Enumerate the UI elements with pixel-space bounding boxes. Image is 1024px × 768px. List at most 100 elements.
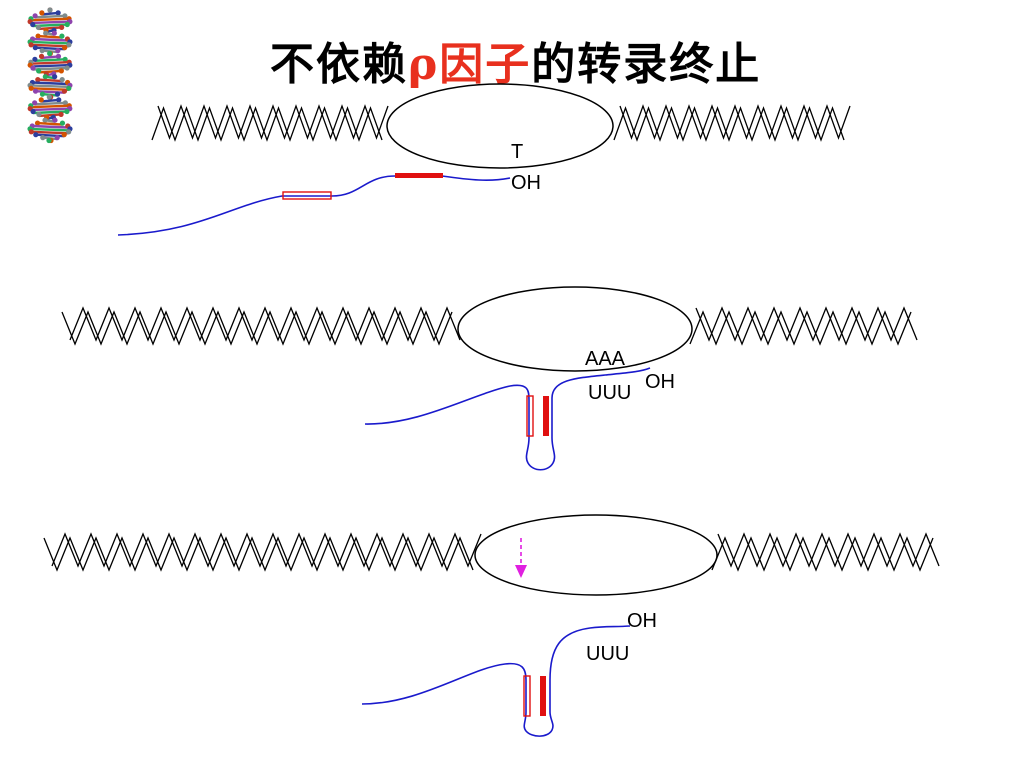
dna-helix-rung — [29, 127, 71, 132]
label-t: T — [511, 141, 523, 163]
dna-helix-atom — [32, 13, 38, 19]
dna-strand — [689, 310, 912, 346]
rna-transcript — [361, 625, 631, 737]
dna-helix-rung — [38, 26, 62, 31]
dna-helix-rung — [34, 58, 66, 62]
dna-helix-atom — [62, 45, 68, 51]
dna-helix-atom — [35, 24, 41, 30]
transcription-bubble — [457, 286, 693, 372]
dna-helix-rung — [30, 61, 70, 65]
dna-helix-atom — [33, 132, 39, 138]
dna-helix-rung — [30, 17, 70, 22]
dna-helix-rung — [37, 121, 63, 126]
dna-helix-atom — [35, 77, 41, 83]
title-accent: 因子 — [439, 39, 532, 90]
dna-helix-rung — [35, 14, 65, 19]
dna-strand — [157, 104, 389, 140]
dna-helix-atom — [61, 88, 68, 94]
transcription-bubble — [386, 83, 614, 169]
dna-helix-atom — [40, 135, 46, 141]
dna-helix-atom — [59, 120, 66, 126]
dna-helix-rung — [34, 101, 66, 106]
hairpin-stem-open — [523, 675, 531, 717]
dna-helix-atom — [64, 65, 70, 71]
panel-2: AAA UUU OH — [61, 286, 918, 471]
dna-helix-atom — [28, 129, 34, 135]
dna-strand — [613, 106, 845, 142]
dna-strand — [695, 306, 918, 342]
dna-helix-atom — [38, 53, 45, 60]
dna-strand — [717, 532, 940, 568]
panel-3: OH UUU — [43, 514, 940, 737]
dna-strand — [151, 106, 383, 142]
dna-helix-atom — [34, 120, 41, 126]
dna-helix-atom — [59, 24, 65, 30]
dna-helix-atom — [54, 135, 60, 141]
dna-helix-rung — [30, 63, 70, 68]
dna-helix-atom — [52, 74, 58, 80]
dna-helix-rung — [37, 78, 63, 83]
dna-helix-atom — [28, 85, 34, 91]
hairpin-stem-filled — [543, 396, 549, 436]
dna-helix-atom — [66, 85, 72, 91]
dna-helix-atom — [55, 53, 62, 60]
dna-helix-atom — [47, 50, 53, 57]
dna-helix-atom — [38, 97, 44, 103]
slide-title: 不依赖ρ因子的转录终止 — [270, 28, 761, 92]
dna-helix-atom — [36, 68, 42, 74]
dna-helix-rung — [30, 40, 70, 45]
dna-helix-atom — [59, 33, 65, 39]
dna-helix-atom — [42, 117, 48, 123]
dna-helix-atom — [28, 42, 34, 48]
dna-helix-rung — [38, 69, 62, 74]
dna-helix-icon — [27, 7, 73, 144]
dna-helix-atom — [39, 10, 45, 16]
dna-helix-rung — [30, 104, 70, 109]
dna-helix-atom — [62, 56, 68, 62]
dna-helix-rung — [41, 98, 59, 103]
dna-helix-atom — [55, 10, 61, 16]
dna-helix-atom — [66, 129, 72, 135]
dna-strand — [711, 536, 934, 572]
dna-helix-atom — [39, 48, 45, 54]
title-suffix: 的转录终止 — [531, 39, 762, 90]
panel-1: T OH — [117, 83, 851, 236]
dna-helix-atom — [39, 91, 46, 97]
dna-helix-rung — [30, 84, 70, 89]
title-rho: ρ — [408, 39, 440, 90]
dna-strand — [619, 104, 851, 140]
dna-strand — [69, 306, 461, 342]
transcription-bubble — [474, 514, 718, 596]
dna-helix-atom — [35, 33, 41, 39]
title-prefix: 不依赖 — [270, 39, 408, 90]
dna-helix-atom — [58, 68, 64, 74]
dna-helix-atom — [58, 111, 64, 117]
dna-helix-atom — [36, 111, 42, 117]
dna-helix-atom — [32, 88, 39, 94]
dna-helix-rung — [31, 43, 69, 48]
hairpin-stem-filled — [540, 676, 546, 716]
dna-helix-rung — [30, 107, 70, 112]
dna-helix-atom — [30, 65, 36, 71]
dna-helix-rung — [32, 37, 68, 42]
dna-helix-atom — [46, 94, 52, 100]
label-oh: OH — [645, 371, 675, 393]
dna-helix-rung — [32, 81, 68, 86]
dna-helix-atom — [59, 77, 65, 83]
dna-helix-atom — [46, 137, 52, 144]
dna-strand — [43, 536, 474, 572]
dna-helix-atom — [51, 30, 57, 36]
rna-transcript — [117, 175, 511, 236]
dna-helix-rung — [41, 55, 59, 60]
dna-strand — [61, 310, 453, 346]
dna-helix-rung — [38, 34, 62, 39]
dna-helix-atom — [62, 13, 68, 19]
dna-helix-atom — [47, 7, 53, 13]
dna-helix-atom — [30, 21, 36, 28]
dna-helix-atom — [42, 74, 48, 80]
label-aaa: AAA — [585, 348, 626, 370]
dna-helix-atom — [52, 117, 58, 123]
label-uuu: UUU — [588, 382, 631, 404]
